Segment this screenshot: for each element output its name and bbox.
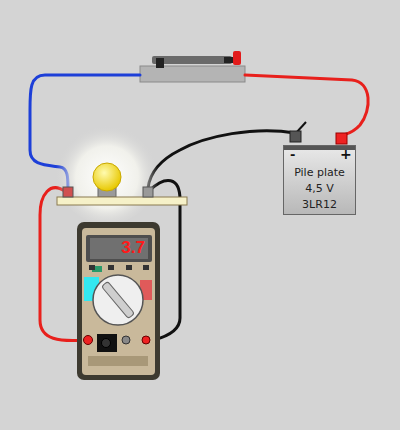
- lamp-part: [55, 120, 159, 224]
- battery-terminals-part: [290, 131, 301, 142]
- multimeter-part: [77, 222, 160, 380]
- switch: [140, 51, 245, 82]
- multimeter-part: [101, 281, 134, 318]
- multimeter: [77, 222, 160, 380]
- minus-sign: -: [290, 148, 295, 161]
- lamp: [55, 120, 187, 224]
- multimeter-part: [88, 356, 148, 366]
- battery-terminals: [290, 122, 347, 144]
- plus-sign: +: [340, 147, 352, 161]
- lamp-part: [63, 187, 73, 197]
- multimeter-part: [97, 334, 117, 352]
- wires-part: [245, 75, 368, 136]
- multimeter-part: [108, 265, 114, 270]
- battery-label: Pile plate: [294, 165, 345, 181]
- multimeter-part: [90, 238, 148, 259]
- battery-label: 3LR12: [302, 197, 337, 213]
- battery-label: 4,5 V: [305, 181, 334, 197]
- multimeter-part: [142, 336, 150, 344]
- multimeter-part: [89, 265, 95, 270]
- meter-reading: 3.7: [121, 238, 145, 258]
- lamp-part: [143, 187, 153, 197]
- multimeter-part: [122, 336, 130, 344]
- multimeter-part: [93, 275, 143, 325]
- battery-terminals-part: [336, 133, 347, 144]
- switch-part: [224, 57, 233, 63]
- multimeter-part: [82, 228, 155, 375]
- multimeter-part: [86, 235, 152, 262]
- multimeter-display: 3.7: [77, 222, 160, 380]
- lamp-part: [93, 163, 121, 191]
- lamp-part: [57, 197, 187, 205]
- multimeter-part: [143, 265, 149, 270]
- switch-part: [140, 66, 245, 82]
- multimeter-part: [84, 336, 93, 345]
- multimeter-part: [126, 265, 132, 270]
- switch-part: [233, 51, 241, 65]
- switch-part: [156, 58, 164, 68]
- multimeter-part: [102, 339, 111, 348]
